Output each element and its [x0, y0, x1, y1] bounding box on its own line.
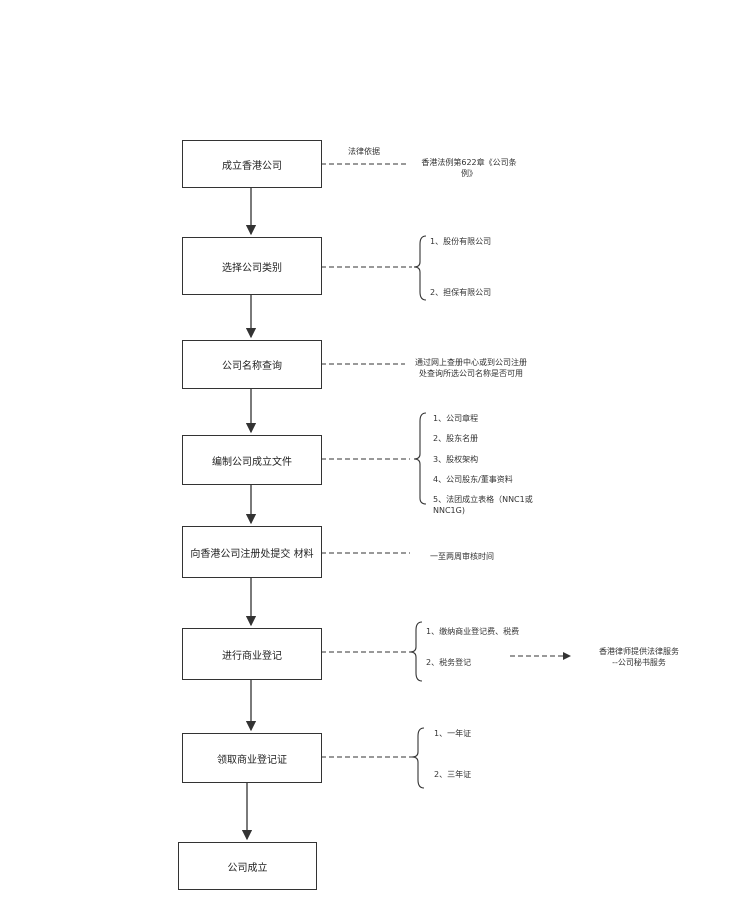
step-get-certificate: 领取商业登记证 — [182, 733, 322, 783]
step-choose-type: 选择公司类别 — [182, 237, 322, 295]
document-item: 5、法团成立表格（NNC1或 — [433, 495, 533, 504]
company-type-item: 1、股份有限公司 — [430, 237, 492, 246]
review-time-note: 一至两周审核时间 — [430, 552, 494, 561]
legal-basis-line1: 香港法例第622章《公司条 — [421, 158, 517, 167]
step-company-established: 公司成立 — [178, 842, 317, 890]
document-item: 4、公司股东/董事资料 — [433, 475, 513, 484]
legal-basis-line2: 例》 — [461, 169, 477, 178]
braces — [409, 235, 427, 789]
step-name-search: 公司名称查询 — [182, 340, 322, 389]
step-prepare-documents: 编制公司成立文件 — [182, 435, 322, 485]
certificate-item: 1、一年证 — [434, 729, 472, 738]
certificate-item: 2、三年证 — [434, 770, 472, 779]
step-submit-materials: 向香港公司注册处提交 材料 — [182, 526, 322, 578]
business-reg-item: 2、税务登记 — [426, 658, 472, 667]
legal-basis-label: 法律依据 — [348, 147, 380, 156]
step-establish-company: 成立香港公司 — [182, 140, 322, 188]
name-search-note: 处查询所选公司名称是否可用 — [419, 369, 523, 378]
document-item: 2、股东名册 — [433, 434, 479, 443]
document-item: 3、股权架构 — [433, 455, 479, 464]
company-type-item: 2、担保有限公司 — [430, 288, 492, 297]
document-item: 1、公司章程 — [433, 414, 479, 423]
business-reg-item: 1、缴纳商业登记费、税费 — [426, 627, 520, 636]
lawyer-service-note: --公司秘书服务 — [612, 658, 666, 667]
lawyer-service-note: 香港律师提供法律服务 — [599, 647, 679, 656]
step-business-registration: 进行商业登记 — [182, 628, 322, 680]
document-item: NNC1G) — [433, 506, 465, 515]
name-search-note: 通过网上查册中心或到公司注册 — [415, 358, 527, 367]
